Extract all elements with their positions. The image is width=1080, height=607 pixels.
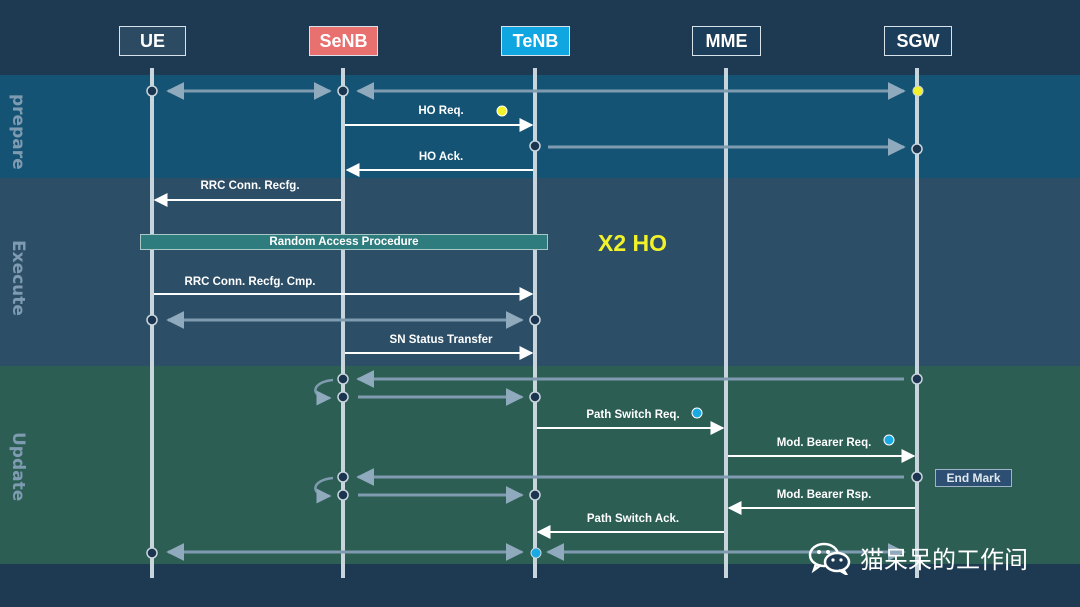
endpoint-dot xyxy=(911,373,923,385)
random-access-procedure: Random Access Procedure xyxy=(140,234,548,250)
phase-band-execute xyxy=(0,178,1080,366)
label-rrc-conn-recfg: RRC Conn. Recfg. xyxy=(200,180,300,192)
endpoint-dot xyxy=(337,85,349,97)
endpoint-dot xyxy=(529,314,541,326)
phase-label-prepare: prepare xyxy=(8,94,28,170)
marker-dot-blue xyxy=(883,434,895,446)
endpoint-dot xyxy=(337,489,349,501)
endpoint-dot xyxy=(911,143,923,155)
endpoint-dot-yellow xyxy=(912,85,924,97)
endpoint-dot xyxy=(529,489,541,501)
endpoint-dot xyxy=(911,471,923,483)
endpoint-dot xyxy=(337,391,349,403)
label-ho-req: HO Req. xyxy=(418,105,464,117)
endpoint-dot xyxy=(337,471,349,483)
label-mod-bearer-req: Mod. Bearer Req. xyxy=(776,437,872,449)
endpoint-dot-blue xyxy=(530,547,542,559)
endpoint-dots xyxy=(146,85,923,559)
messages xyxy=(153,118,916,539)
data-flows xyxy=(166,82,906,561)
node-senb: SeNB xyxy=(309,26,378,56)
endpoint-dot xyxy=(529,391,541,403)
loop-arrow xyxy=(314,378,334,406)
diagram-title: X2 HO xyxy=(598,230,668,256)
node-mme: MME xyxy=(692,26,761,56)
endpoint-dot xyxy=(337,373,349,385)
endpoint-dot xyxy=(146,314,158,326)
label-path-switch-ack: Path Switch Ack. xyxy=(586,513,680,525)
endpoint-dot xyxy=(146,547,158,559)
marker-dot-blue xyxy=(691,407,703,419)
phase-label-execute: Execute xyxy=(8,240,28,316)
watermark: 猫呆呆的工作间 xyxy=(808,540,1028,575)
node-ue: UE xyxy=(119,26,186,56)
label-path-switch-req: Path Switch Req. xyxy=(586,409,680,421)
label-sn-status-transfer: SN Status Transfer xyxy=(389,334,493,346)
label-ho-ack: HO Ack. xyxy=(418,151,464,163)
marker-dot-yellow xyxy=(496,105,508,117)
end-mark-box: End Mark xyxy=(935,469,1012,487)
phase-label-update: Update xyxy=(8,432,28,502)
label-rrc-conn-recfg-cmp: RRC Conn. Recfg. Cmp. xyxy=(184,276,316,288)
wechat-icon xyxy=(808,542,851,575)
node-sgw: SGW xyxy=(884,26,952,56)
node-tenb: TeNB xyxy=(501,26,570,56)
endpoint-dot xyxy=(529,140,541,152)
watermark-text: 猫呆呆的工作间 xyxy=(860,546,1028,574)
label-mod-bearer-rsp: Mod. Bearer Rsp. xyxy=(776,489,872,501)
loop-arrow xyxy=(314,476,334,504)
endpoint-dot xyxy=(146,85,158,97)
